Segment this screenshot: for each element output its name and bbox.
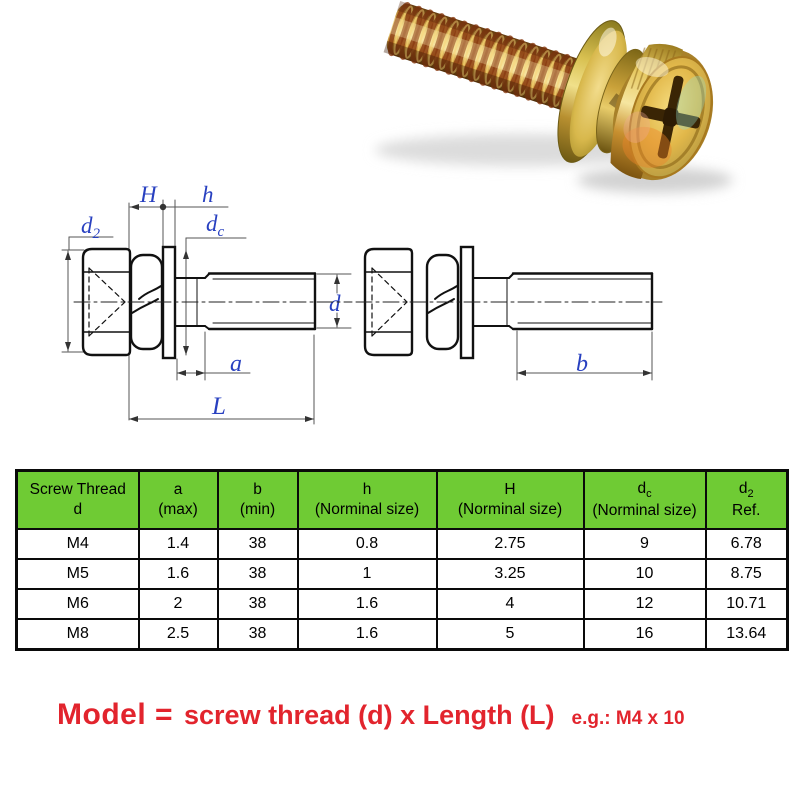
- dim-label-h: h: [202, 182, 214, 207]
- col-header-h: h(Norminal size): [296, 469, 438, 530]
- recess-hidden-lines: [88, 267, 126, 337]
- col-header-H: H(Norminal size): [435, 469, 585, 530]
- technical-drawing-left: H h d2 dc d a L: [61, 182, 353, 425]
- model-note: Model = screw thread (d) x Length (L) e.…: [57, 698, 685, 732]
- col-header-b: b(min): [216, 469, 299, 530]
- col-header-dc: dc(Norminal size): [582, 469, 707, 530]
- dim-label-dc: dc: [206, 211, 225, 240]
- dim-label-H: H: [139, 182, 158, 207]
- model-formula: screw thread (d) x Length (L): [184, 700, 555, 730]
- col-header-a: a(max): [137, 469, 219, 530]
- screw-outline-left: [81, 245, 317, 360]
- model-example: e.g.: M4 x 10: [571, 708, 685, 729]
- hex-head: [610, 43, 714, 181]
- dim-label-d2: d2: [81, 213, 101, 242]
- phillips-recess: [640, 75, 701, 159]
- shank: [174, 272, 317, 331]
- dimension-arrows-left: [65, 203, 340, 422]
- screw-shaft: [383, 1, 591, 114]
- dim-label-L: L: [211, 393, 226, 420]
- product-photo: [375, 0, 733, 193]
- flat-washer: [557, 20, 627, 163]
- technical-drawing-right: b: [355, 245, 663, 381]
- dim-label-d: d: [329, 291, 341, 316]
- dimension-lines-right: [516, 330, 653, 381]
- shank: [472, 272, 654, 331]
- recess-hidden-lines: [371, 267, 408, 337]
- dimension-arrows-right: [517, 370, 652, 376]
- dim-label-a: a: [230, 351, 242, 377]
- dim-label-b: b: [576, 351, 588, 377]
- model-prefix: Model =: [57, 698, 174, 731]
